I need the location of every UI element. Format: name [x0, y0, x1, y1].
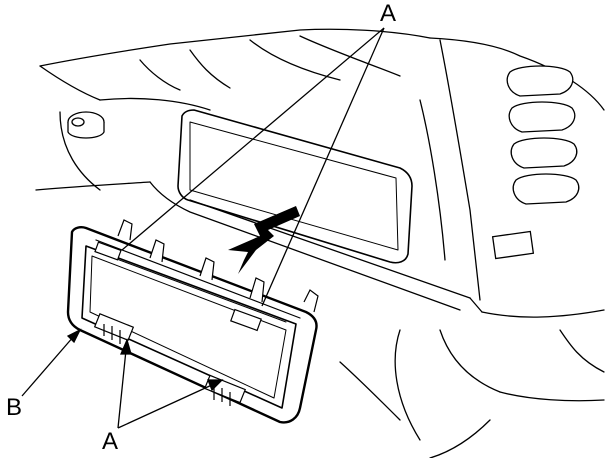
clip-top-center — [150, 240, 214, 280]
trim-panel — [68, 227, 317, 422]
dashboard-outline — [36, 29, 604, 458]
leader-line-b — [22, 330, 80, 396]
clip-top-left — [95, 220, 132, 260]
vent-slots — [493, 66, 579, 259]
leader-lines-a-bottom — [118, 340, 222, 428]
clip-bottom-left — [95, 314, 134, 344]
panel-opening — [178, 110, 412, 263]
callout-label-a-top: A — [380, 0, 397, 27]
knob-icon — [68, 112, 104, 138]
callout-label-a-bottom: A — [102, 428, 119, 455]
callout-label-b: B — [6, 394, 23, 421]
clip-top-right — [231, 278, 318, 330]
arrow-left-down-icon — [228, 206, 300, 274]
leader-lines-a-top — [122, 28, 384, 306]
